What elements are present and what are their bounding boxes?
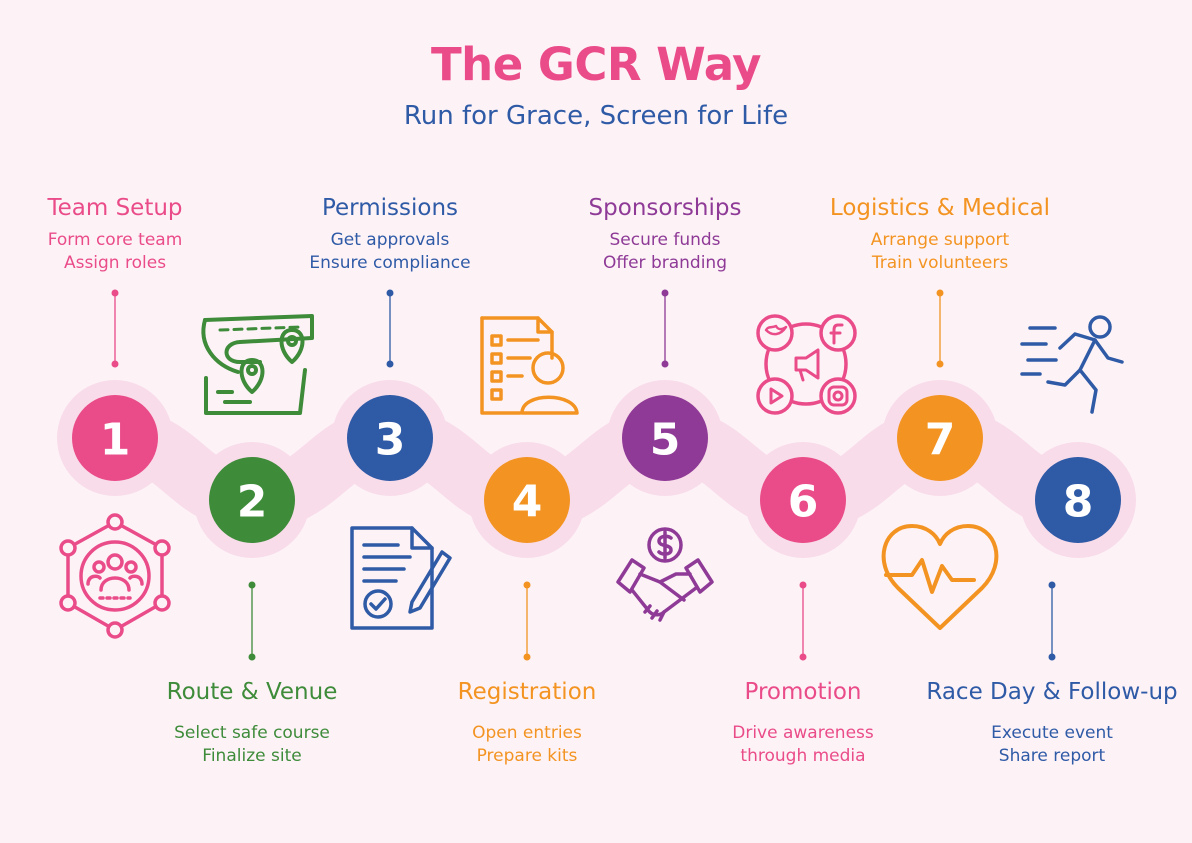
step-2-description-line1: Select safe course: [174, 723, 330, 743]
step-6-title: Promotion: [744, 679, 862, 705]
step-3-connector-dot: [386, 289, 394, 297]
step-1-description-line2: Assign roles: [63, 253, 167, 273]
step-7-description-line2: Train volunteers: [871, 253, 1009, 273]
step-6-connector-dot: [799, 653, 807, 661]
runner-icon: [1020, 315, 1124, 414]
step-7-description-line1: Arrange support: [870, 230, 1010, 250]
step-5-description-line1: Secure funds: [609, 230, 721, 250]
step-2-description-line2: Finalize site: [202, 746, 302, 766]
step-8-description-line1: Execute event: [991, 723, 1113, 743]
step-1-connector-dot: [111, 289, 119, 297]
step-5-connector-dot: [661, 289, 669, 297]
step-6-number: 6: [788, 477, 819, 528]
step-7-title: Logistics & Medical: [829, 195, 1051, 221]
step-1-circle: [72, 395, 158, 481]
step-4-circle: [484, 457, 570, 543]
step-3-connector-dot: [386, 360, 394, 368]
step-8-connector-dot: [1048, 653, 1056, 661]
step-6-description-line2: through media: [740, 746, 866, 766]
step-4-title: Registration: [457, 679, 597, 705]
step-2-title: Route & Venue: [166, 679, 338, 705]
step-5-circle: [622, 395, 708, 481]
step-1-number: 1: [100, 415, 131, 466]
step-6-connector-dot: [799, 581, 807, 589]
step-4-number: 4: [512, 477, 543, 528]
step-5-connector-dot: [661, 360, 669, 368]
step-8-description-line2: Share report: [998, 746, 1106, 766]
step-3-description-line1: Get approvals: [330, 230, 450, 250]
step-8-connector-dot: [1048, 581, 1056, 589]
signed-document-icon: [350, 526, 452, 630]
step-8-number: 8: [1063, 477, 1094, 528]
step-2-connector-dot: [248, 653, 256, 661]
handshake-dollar-icon: [616, 527, 714, 622]
step-3-number: 3: [375, 415, 406, 466]
step-6-description-line1: Drive awareness: [732, 723, 874, 743]
step-2-circle: [209, 457, 295, 543]
registration-form-icon: [480, 316, 579, 415]
step-7-connector-dot: [936, 360, 944, 368]
route-map-icon: [201, 314, 314, 415]
step-5-description-line2: Offer branding: [603, 253, 727, 273]
step-3-description-line2: Ensure compliance: [309, 253, 471, 273]
step-1-description-line1: Form core team: [47, 230, 183, 250]
step-7-number: 7: [925, 415, 956, 466]
step-4-description-line1: Open entries: [472, 723, 582, 743]
step-5-title: Sponsorships: [588, 195, 742, 221]
step-3-title: Permissions: [321, 195, 459, 221]
social-media-icon: [756, 314, 857, 415]
heartbeat-icon: [881, 524, 999, 630]
step-1-title: Team Setup: [47, 195, 183, 221]
step-4-connector-dot: [523, 581, 531, 589]
step-4-connector-dot: [523, 653, 531, 661]
step-3-circle: [347, 395, 433, 481]
step-8-circle: [1035, 457, 1121, 543]
step-5-number: 5: [650, 415, 681, 466]
step-6-description: Drive awareness through media: [653, 722, 953, 768]
page-subtitle: Run for Grace, Screen for Life: [403, 101, 789, 131]
page-title: The GCR Way: [430, 38, 762, 91]
step-4-description-line2: Prepare kits: [476, 746, 578, 766]
team-network-icon: [59, 513, 171, 639]
step-7-circle: [897, 395, 983, 481]
step-6-circle: [760, 457, 846, 543]
step-2-connector-dot: [248, 581, 256, 589]
step-7-connector-dot: [936, 289, 944, 297]
step-2-number: 2: [237, 477, 268, 528]
step-8-title: Race Day & Follow-up: [926, 679, 1178, 705]
step-1-connector-dot: [111, 360, 119, 368]
